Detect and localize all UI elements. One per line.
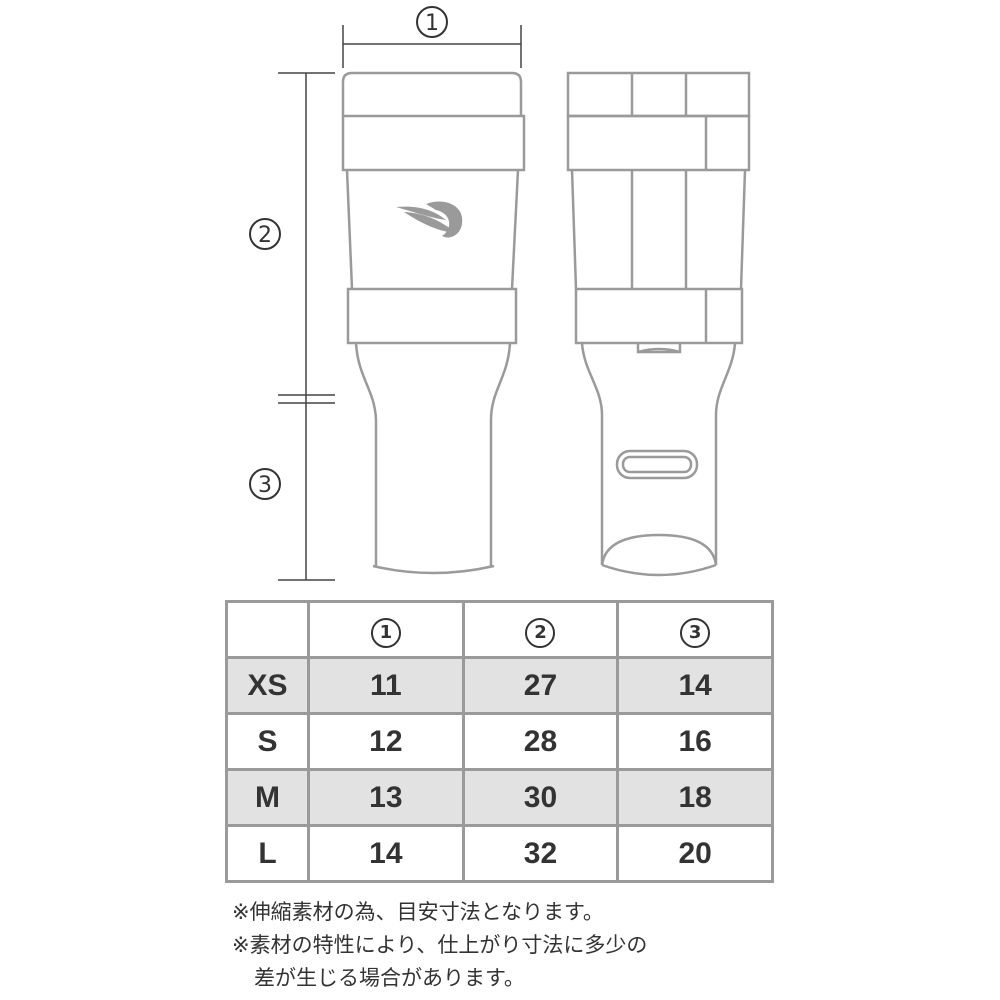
size-label: L [225,824,310,883]
table-cell: 14 [307,824,465,883]
brand-logo-icon [396,201,463,238]
note-line-2: ※素材の特性により、仕上がり寸法に多少の [232,933,648,957]
table-cell: 18 [616,768,774,827]
shin-guard-front-view [341,71,526,575]
size-label: S [225,712,310,771]
table-row-l: L 14 32 20 [225,824,774,883]
table-cell: 11 [307,656,465,715]
note-line-1: ※伸縮素材の為、目安寸法となります。 [232,900,604,924]
table-cell: 14 [616,656,774,715]
dimension-2-3-length [278,72,335,581]
table-row-s: S 12 28 16 [225,712,774,771]
table-cell: 20 [616,824,774,883]
svg-text:2: 2 [258,223,272,248]
table-cell: 30 [461,768,620,827]
table-cell: 28 [461,712,620,771]
marker-3: 3 [249,468,281,500]
header-cell-2: 2 [461,600,620,659]
shin-guard-back-view [566,71,751,577]
marker-2-label: 2 [525,617,556,648]
table-row-xs: XS 11 27 14 [225,656,774,715]
notes: ※伸縮素材の為、目安寸法となります。 ※素材の特性により、仕上がり寸法に多少の … [232,896,932,995]
table-header-row: 1 2 3 [225,600,774,659]
table-cell: 16 [616,712,774,771]
marker-1-label: 1 [370,617,401,648]
table-row-m: M 13 30 18 [225,768,774,827]
marker-2: 2 [249,218,281,250]
note-line-3: 差が生じる場合があります。 [254,966,525,990]
size-label: M [225,768,310,827]
header-cell-empty [225,600,310,659]
header-cell-1: 1 [307,600,465,659]
header-cell-3: 3 [616,600,774,659]
table-cell: 13 [307,768,465,827]
table-cell: 12 [307,712,465,771]
size-label: XS [225,656,310,715]
dimension-1-width [342,25,522,68]
svg-text:3: 3 [258,473,272,498]
table-cell: 27 [461,656,620,715]
shin-guard-diagram: 1 2 3 [249,6,751,581]
size-table: 1 2 3 XS 11 27 14 S 12 28 16 M 13 30 18 … [225,600,774,883]
marker-1: 1 [416,6,448,38]
marker-3-label: 3 [680,617,711,648]
svg-text:1: 1 [425,11,439,36]
table-cell: 32 [461,824,620,883]
